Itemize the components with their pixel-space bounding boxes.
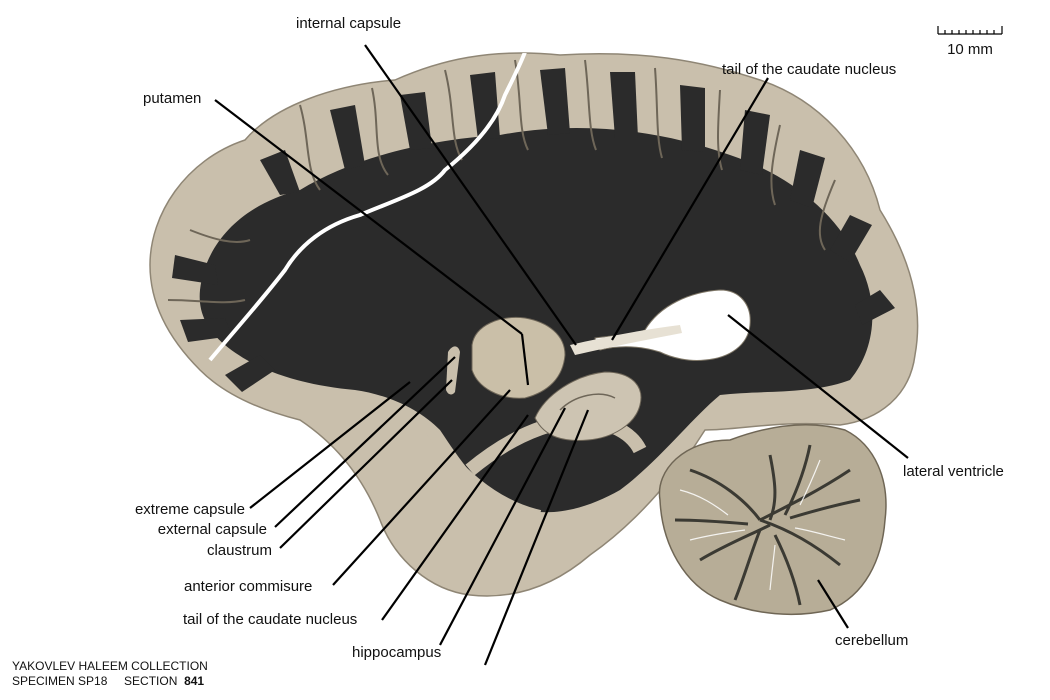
label-external-capsule: external capsule <box>157 521 267 538</box>
label-anterior-commisure: anterior commisure <box>184 578 313 595</box>
leader-claustrum <box>279 379 453 549</box>
caudate-tail-region <box>570 325 682 355</box>
label-internal-capsule: internal capsule <box>296 15 402 32</box>
leader-hippocampus <box>439 407 566 646</box>
leader-hippocampus-2 <box>483 409 590 666</box>
leader-external-capsule <box>274 356 456 528</box>
leader-anterior-commisure <box>332 389 511 586</box>
specimen-caption: SPECIMEN SP18 SECTION 841 <box>12 674 204 688</box>
label-tail-caudate-bottom: tail of the caudate nucleus <box>183 611 358 628</box>
hippocampus-region <box>534 371 642 441</box>
putamen-region <box>471 316 566 399</box>
section-label: SECTION <box>124 674 178 688</box>
leader-putamen <box>214 99 523 335</box>
label-lateral-ventricle: lateral ventricle <box>903 463 1004 480</box>
scale-label: 10 mm <box>947 41 993 58</box>
label-hippocampus: hippocampus <box>352 644 442 661</box>
section-number: 841 <box>184 674 205 688</box>
specimen-id: SPECIMEN SP18 <box>12 674 108 688</box>
label-extreme-capsule: extreme capsule <box>134 501 245 518</box>
leader-tail-caudate-bottom <box>381 414 529 621</box>
leader-lines <box>214 44 909 666</box>
label-tail-caudate-top: tail of the caudate nucleus <box>722 61 897 78</box>
leader-cerebellum <box>817 579 849 629</box>
label-putamen: putamen <box>143 90 202 107</box>
label-cerebellum: cerebellum <box>835 632 909 649</box>
leader-putamen-stem <box>520 333 530 386</box>
leader-lateral-ventricle <box>727 314 909 459</box>
leader-extreme-capsule <box>249 381 411 509</box>
leader-internal-capsule <box>364 44 577 346</box>
label-claustrum: claustrum <box>206 542 272 559</box>
cerebellum-region <box>658 424 887 616</box>
scale-bar <box>937 26 1003 35</box>
leader-tail-caudate-top <box>611 77 769 341</box>
collection-caption: YAKOVLEV HALEEM COLLECTION <box>12 659 208 673</box>
